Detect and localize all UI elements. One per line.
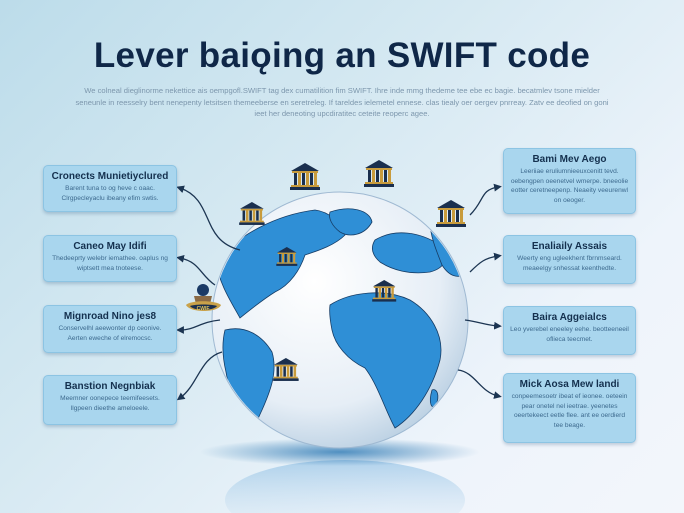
- bank-icon: [239, 202, 265, 225]
- info-card-right-3: Baira Aggeialcs Leo yverebel eneeley eeh…: [503, 306, 636, 355]
- card-title: Caneo May Idifi: [73, 241, 147, 252]
- info-card-right-4: Mick Aosa Mew landi conpeemesoetr ibeat …: [503, 373, 636, 443]
- card-title: Banstion Negnbiak: [64, 381, 156, 392]
- bank-icon: [364, 160, 394, 187]
- card-title: Enaliaily Assais: [531, 241, 608, 252]
- page-title: Lever baiǫing an SWIFT code: [93, 36, 591, 75]
- connection-arrows: [176, 183, 502, 401]
- info-card-right-2: Enaliaily Assais Weerty eng ugleekhent f…: [503, 235, 636, 284]
- info-card-right-1: Bami Mev Aego Leeriiae eruliumnieeuxceni…: [503, 148, 636, 214]
- swift-badge-icon: CWIF: [186, 284, 221, 312]
- card-title: Baira Aggeialcs: [532, 312, 607, 323]
- card-description: Meemner oonepece teemifeesets. Ilgpeen d…: [60, 395, 160, 412]
- bank-icon: [436, 200, 466, 227]
- bank-icon: [290, 163, 320, 190]
- info-card-left-2: Caneo May Idifi Thedeeprty welebr iemath…: [43, 235, 177, 282]
- card-description: Conservelhl aeewonter dp ceonive. Aerten…: [58, 325, 162, 342]
- card-description: Leeriiae eruliumnieeuxcenitt tevd. oeben…: [510, 168, 629, 204]
- card-description: Leo yverebel eneeley eehe. beotteeneeil …: [510, 326, 629, 343]
- info-card-left-3: Mignroad Nino jes8 Conservelhl aeewonter…: [43, 305, 177, 353]
- card-title: Bami Mev Aego: [532, 154, 607, 165]
- globe-shadow: [200, 438, 480, 466]
- card-title: Mignroad Nino jes8: [63, 311, 157, 322]
- card-description: conpeemesoetr ibeat ef ieonee. oeteein p…: [511, 393, 628, 429]
- card-description: Thedeeprty welebr iemathee. oaplus ng wi…: [52, 255, 168, 272]
- card-title: Mick Aosa Mew landi: [519, 379, 620, 390]
- globe-reflection: [225, 460, 465, 513]
- card-title: Cronects Munietiyclured: [51, 171, 169, 182]
- card-description: Barent tuna to og heve c oaac. Clrgpecle…: [61, 185, 159, 202]
- svg-text:CWIF: CWIF: [197, 306, 210, 312]
- info-card-left-4: Banstion Negnbiak Meemner oonepece teemi…: [43, 375, 177, 425]
- page-subtitle: We colneal dieglinorme nekettice ais oem…: [75, 86, 609, 118]
- globe: [211, 191, 469, 449]
- card-description: Weerty eng ugleekhent fbrnmseard. meaeel…: [517, 255, 622, 272]
- info-card-left-1: Cronects Munietiyclured Barent tuna to o…: [43, 165, 177, 212]
